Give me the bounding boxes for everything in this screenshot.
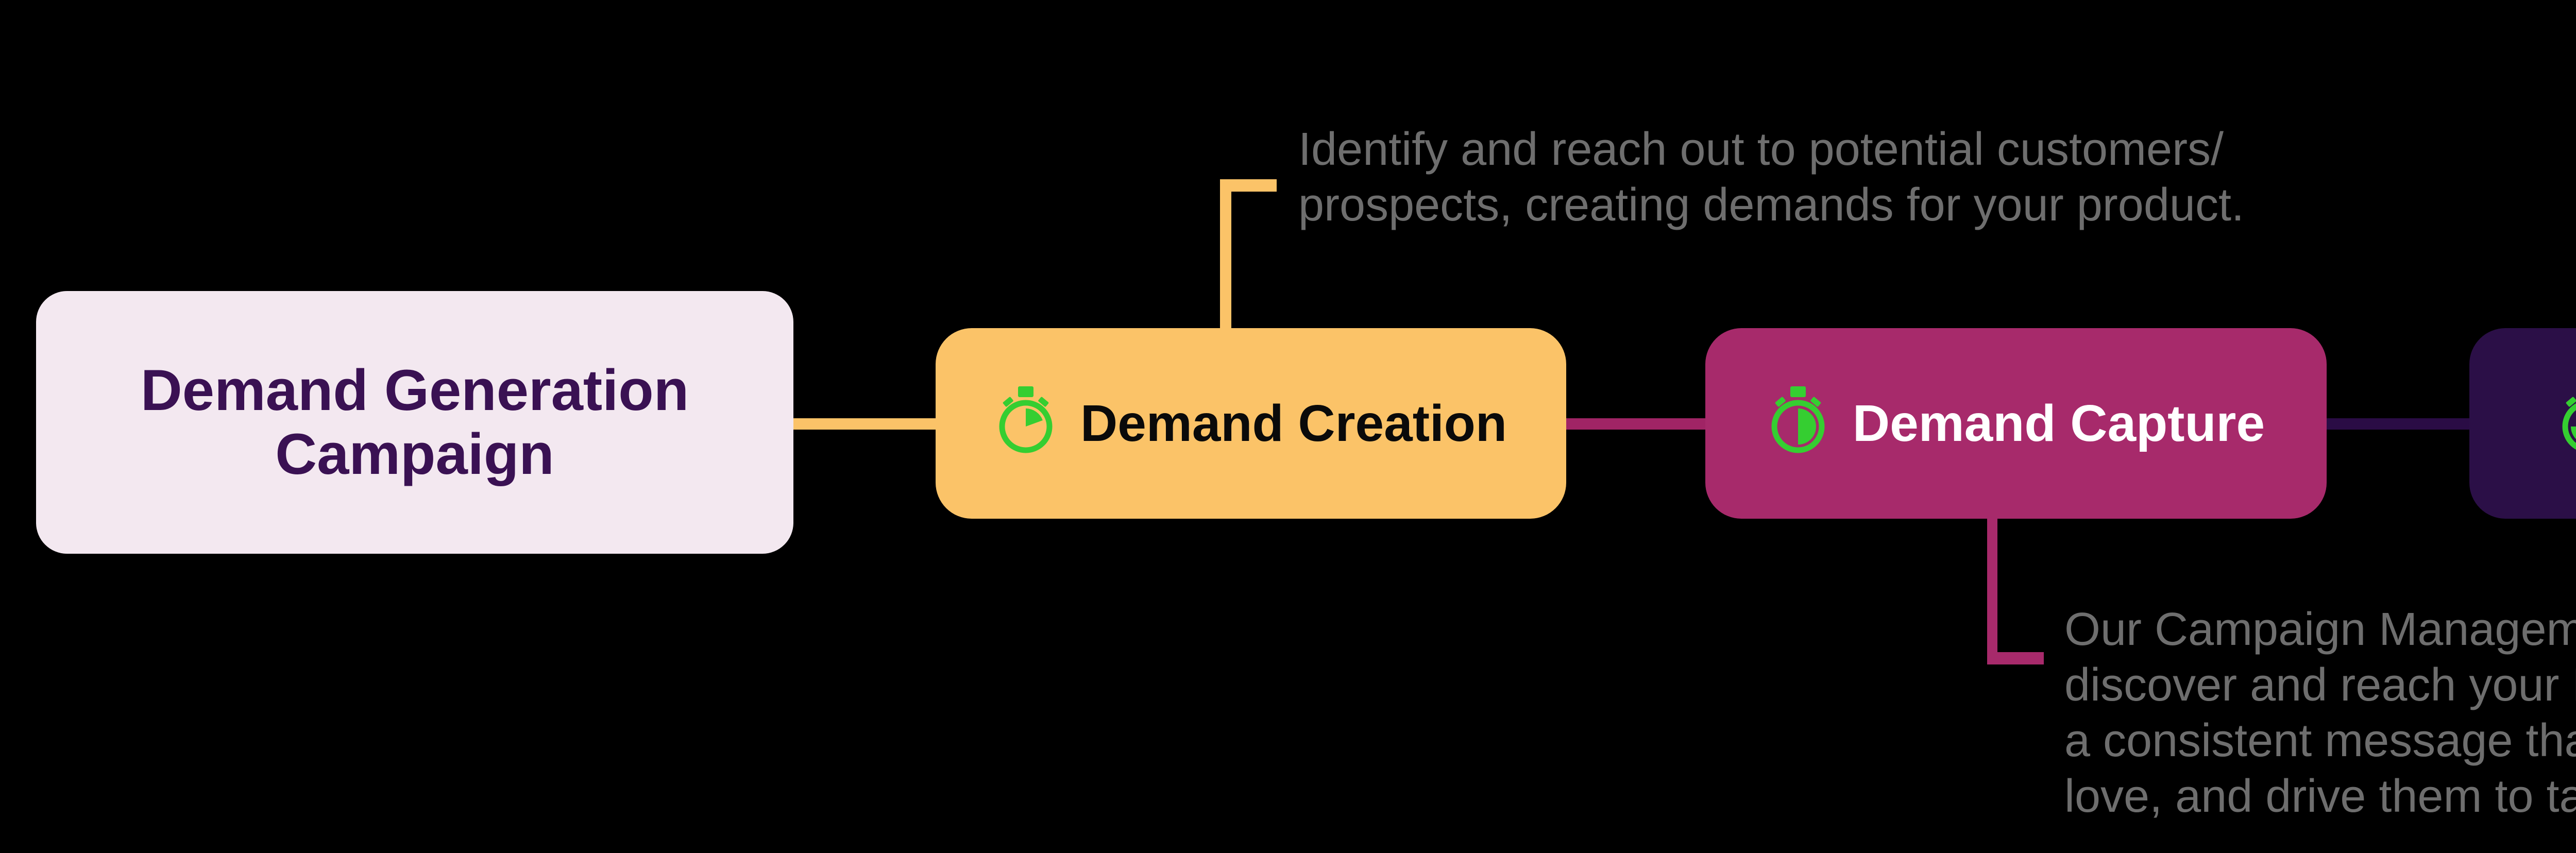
title-box-label: Demand Generation Campaign xyxy=(140,358,689,486)
node-demand-capture: Demand Capture xyxy=(1705,328,2327,519)
annotation-line: Identify and reach out to potential cust… xyxy=(1298,124,2224,175)
connector-title-to-creation xyxy=(793,418,938,430)
stopwatch-quarter-icon xyxy=(999,386,1053,453)
stopwatch-threequarter-icon xyxy=(2562,397,2576,450)
annotation-line: discover and reach your Buyer Personas, … xyxy=(2064,659,2576,711)
annotation-capture-note: Our Campaign Management experts help you… xyxy=(2064,602,2576,824)
annotation-line: prospects, creating demands for your pro… xyxy=(1298,179,2244,231)
title-box: Demand Generation Campaign xyxy=(36,291,793,554)
connector-creation-note-stub xyxy=(1220,179,1277,192)
annotation-line: love, and drive them to take action. xyxy=(2064,771,2576,822)
stopwatch-half-icon xyxy=(1771,386,1825,453)
annotation-line: a consistent message that your audiences… xyxy=(2064,715,2576,766)
node-label: Demand Capture xyxy=(1852,394,2265,452)
node-demand-management: Demand Management xyxy=(2469,328,2576,519)
connector-creation-note-vertical xyxy=(1220,179,1231,330)
node-label: Demand Creation xyxy=(1080,394,1507,452)
annotation-creation-note: Identify and reach out to potential cust… xyxy=(1298,122,2244,233)
connector-capture-note-stub xyxy=(1987,652,2044,664)
annotation-line: Our Campaign Management experts help you xyxy=(2064,604,2576,655)
node-demand-creation: Demand Creation xyxy=(936,328,1566,519)
connector-creation-to-capture xyxy=(1564,418,1707,430)
connector-capture-note-vertical xyxy=(1987,517,1997,664)
connector-capture-to-management xyxy=(2325,418,2471,430)
